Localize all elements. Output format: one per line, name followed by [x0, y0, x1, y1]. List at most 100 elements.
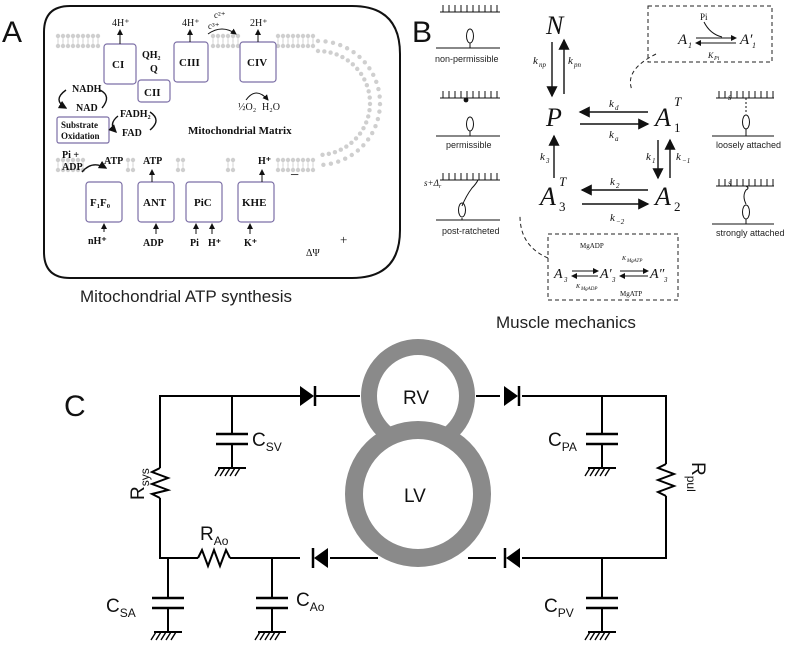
membrane-plus: + — [340, 232, 347, 247]
inset-mg-connector — [519, 215, 549, 259]
state-a2: A 2 — [653, 182, 681, 214]
label-cao: CAo — [296, 590, 325, 614]
svg-text:3: 3 — [663, 276, 668, 284]
inner-membrane — [55, 33, 383, 173]
khe-below: K⁺ — [244, 238, 257, 249]
svg-text:2: 2 — [674, 199, 681, 214]
panel-a-letter: A — [2, 16, 22, 49]
diode-mitral — [503, 548, 520, 568]
label-s-delta: s+Δr — [424, 178, 442, 190]
rate-km2: k — [610, 212, 616, 224]
khe-label: KHE — [242, 197, 266, 209]
state-a1t: A T 1 — [653, 94, 682, 135]
wire-bottom-left — [159, 498, 198, 559]
q-label: Q — [150, 64, 158, 75]
inset-pi: Pi A 1 A′ 1 K Pi — [677, 12, 756, 62]
crossbridge-schematics — [436, 5, 774, 225]
label-rao: RAo — [200, 524, 229, 548]
svg-text:pn: pn — [573, 61, 582, 69]
rate-km1: k — [676, 151, 682, 163]
f1f0-in-1: Pi + — [62, 150, 79, 161]
label-s-strong: s — [728, 178, 732, 188]
svg-text:A′: A′ — [599, 267, 613, 282]
svg-text:1: 1 — [652, 157, 656, 165]
rate-kd: k — [609, 98, 615, 110]
resistor-rao — [197, 547, 231, 569]
svg-text:3: 3 — [611, 276, 616, 284]
substrate-line2: Oxidation — [61, 131, 100, 141]
state-p: P — [545, 103, 562, 132]
svg-text:−2: −2 — [616, 218, 625, 226]
h2o: H₂O — [262, 102, 280, 113]
svg-text:MgATP: MgATP — [626, 259, 642, 264]
wire-bottom-right — [522, 496, 667, 559]
svg-text:K: K — [621, 256, 627, 262]
delta-psi: ΔΨ — [306, 248, 320, 259]
label-post-ratcheted: post-ratcheted — [442, 226, 500, 236]
svg-text:A: A — [538, 182, 556, 211]
rate-kpn: k — [568, 55, 574, 67]
pic-below-pi: Pi — [190, 238, 199, 249]
label-s-loose: s — [728, 92, 732, 102]
cyt-c2: c²⁺ — [214, 10, 226, 20]
half-o2: ½O₂ — [238, 102, 256, 113]
rv-label: RV — [403, 388, 429, 409]
svg-text:a: a — [615, 135, 619, 143]
membrane-minus: − — [290, 167, 299, 184]
svg-text:1: 1 — [752, 41, 756, 50]
f1f0-in-2: ADP — [62, 162, 83, 173]
proton-ciii: 4H⁺ — [182, 18, 200, 29]
ant-box — [137, 181, 175, 223]
panel-a-caption: Mitochondrial ATP synthesis — [80, 287, 292, 306]
rate-k2: k — [610, 176, 616, 188]
resistor-rsys — [149, 467, 172, 499]
nadh: NADH — [72, 84, 102, 95]
label-cpa: CPA — [548, 430, 577, 454]
panel-a: A CI CII CIII CIV QH₂ Q 4H⁺ 4H⁺ 2H⁺ c²⁺ … — [2, 5, 401, 306]
proton-ci: 4H⁺ — [112, 18, 130, 29]
label-cpv: CPV — [544, 596, 574, 620]
pic-box — [185, 181, 223, 223]
diode-pulmonary — [504, 386, 521, 406]
inset-pi-connector — [630, 53, 657, 91]
svg-text:A: A — [553, 267, 563, 282]
svg-text:3: 3 — [545, 157, 550, 165]
f1f0-label: F₁F₀ — [90, 197, 111, 209]
ant-label: ANT — [143, 197, 167, 209]
wire-top-left — [159, 395, 300, 468]
f1f0-out: ATP — [104, 156, 123, 167]
ant-above: ATP — [143, 156, 162, 167]
qh2-label: QH₂ — [142, 50, 161, 61]
wire-top-right — [522, 395, 667, 464]
svg-text:A″: A″ — [649, 267, 665, 282]
resistor-rpul — [655, 463, 677, 497]
inset-mg-box — [547, 233, 679, 301]
svg-text:A: A — [653, 103, 671, 132]
svg-text:3: 3 — [563, 276, 568, 284]
lv-chamber — [345, 421, 491, 567]
complex-iii-label: CIII — [179, 57, 200, 69]
mitochondrion-outline — [43, 5, 401, 279]
panel-c-letter: C — [64, 390, 86, 423]
state-a3t: A T 3 — [538, 174, 567, 214]
substrate-line1: Substrate — [61, 120, 98, 130]
fad: FAD — [122, 128, 142, 139]
inset-pi-box — [647, 5, 773, 63]
lv-label: LV — [404, 486, 426, 507]
pic-label: PiC — [194, 197, 212, 209]
svg-text:MgADP: MgADP — [580, 287, 597, 292]
rate-ka: k — [609, 129, 615, 141]
khe-above: H⁺ — [258, 156, 271, 167]
capacitors — [150, 396, 618, 641]
rate-k1: k — [646, 151, 652, 163]
svg-text:−1: −1 — [682, 157, 690, 165]
inset-mg: MgADP MgATP A 3 A′ 3 A″ 3 K MgADP K MgAT… — [553, 242, 668, 298]
state-n: N — [545, 11, 565, 40]
complex-ii-label: CII — [144, 87, 161, 99]
nad: NAD — [76, 103, 98, 114]
svg-text:A′: A′ — [739, 32, 753, 48]
label-csa: CSA — [106, 596, 136, 620]
f1f0-below: nH⁺ — [88, 236, 107, 247]
cyt-c3: c³⁺ — [208, 21, 220, 31]
